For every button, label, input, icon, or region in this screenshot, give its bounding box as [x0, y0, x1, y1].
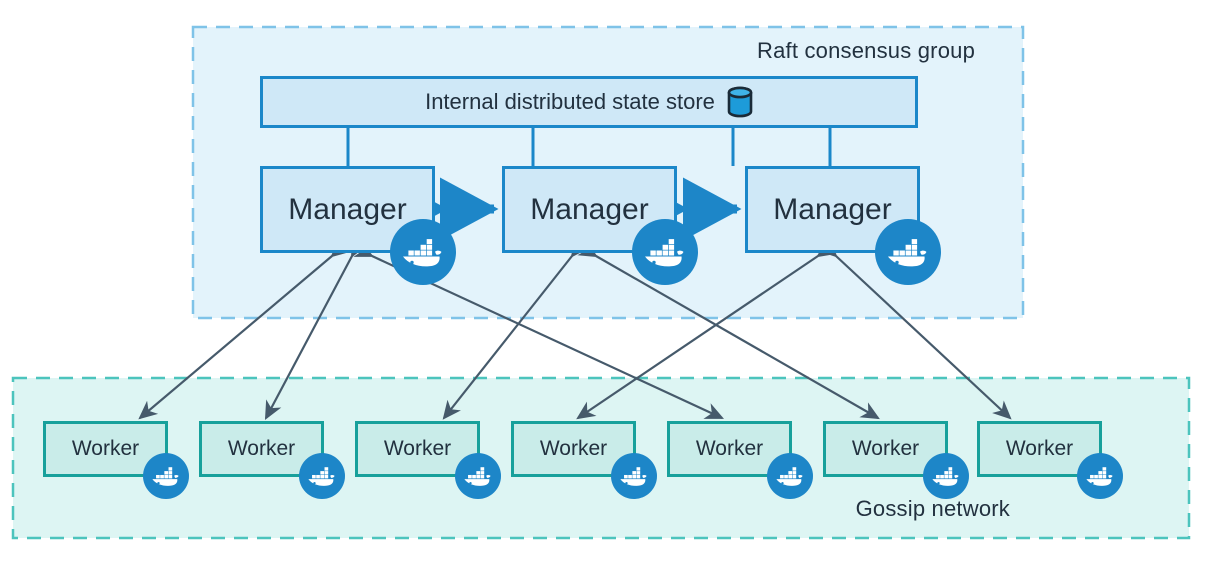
raft-consensus-group-label: Raft consensus group — [757, 38, 976, 63]
link-manager-3-worker-7 — [818, 238, 1012, 420]
worker-node-6[interactable]: Worker — [823, 421, 948, 477]
docker-whale-icon — [1077, 453, 1123, 499]
worker-node-5[interactable]: Worker — [667, 421, 792, 477]
state-store-connectors — [346, 128, 832, 166]
gossip-network-group-label: Gossip network — [855, 496, 1010, 521]
docker-whale-icon — [611, 453, 657, 499]
docker-whale-icon — [875, 219, 941, 285]
docker-whale-icon — [455, 453, 501, 499]
link-manager-2-worker-3 — [442, 237, 589, 420]
worker-label: Worker — [539, 437, 608, 460]
manager-label: Manager — [288, 192, 407, 226]
worker-node-1[interactable]: Worker — [43, 421, 168, 477]
worker-label: Worker — [851, 437, 920, 460]
worker-node-3[interactable]: Worker — [355, 421, 480, 477]
docker-whale-icon — [299, 453, 345, 499]
docker-whale-icon — [923, 453, 969, 499]
docker-whale-icon — [767, 453, 813, 499]
docker-whale-icon — [632, 219, 698, 285]
worker-label: Worker — [1005, 437, 1074, 460]
manager-worker-links — [138, 237, 1012, 420]
state-store-label: Internal distributed state store — [425, 89, 715, 114]
docker-whale-icon — [143, 453, 189, 499]
manager-label: Manager — [773, 192, 892, 226]
internal-state-store-box[interactable]: Internal distributed state store — [260, 76, 918, 128]
database-cylinder-icon — [727, 86, 753, 118]
state-store-content: Internal distributed state store — [425, 86, 753, 118]
worker-label: Worker — [383, 437, 452, 460]
worker-label: Worker — [227, 437, 296, 460]
docker-whale-icon — [390, 219, 456, 285]
link-manager-3-worker-4 — [576, 239, 837, 420]
worker-label: Worker — [695, 437, 764, 460]
manager-label: Manager — [530, 192, 649, 226]
worker-label: Worker — [71, 437, 140, 460]
link-manager-1-worker-2 — [264, 237, 368, 420]
